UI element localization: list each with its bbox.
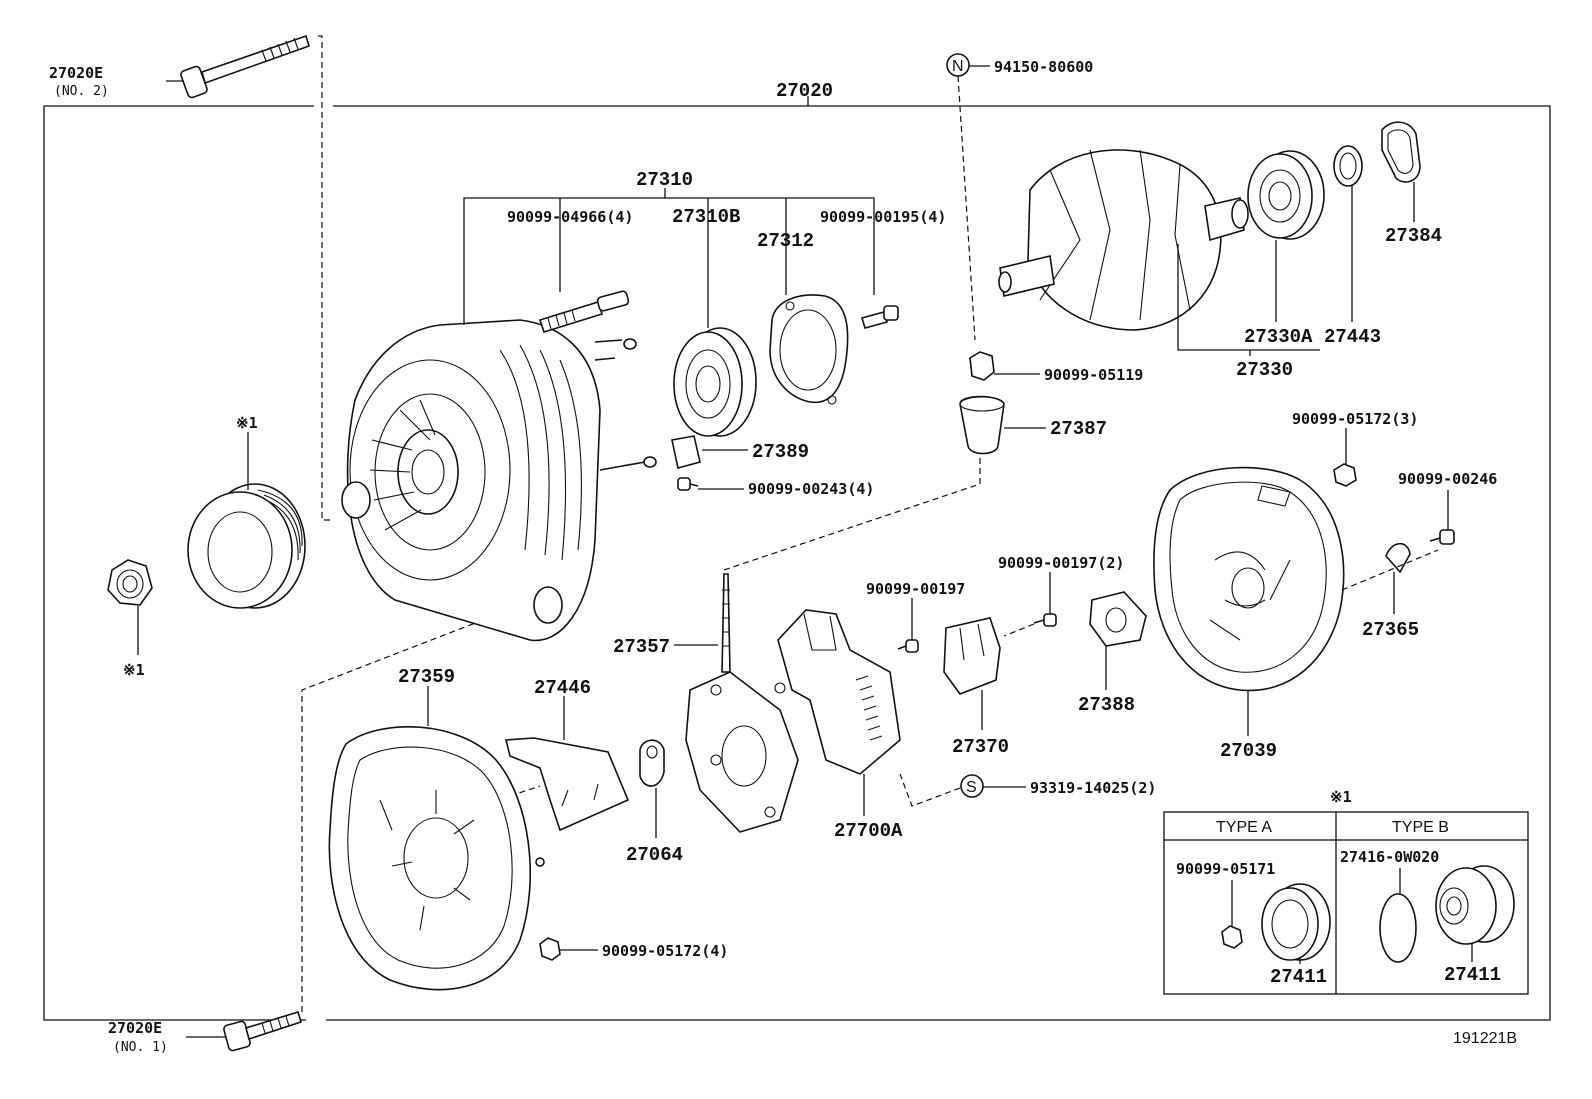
label-rear-nut: 90099-05172(3): [1292, 410, 1418, 428]
retainer-plate: [769, 294, 849, 405]
plate: [504, 737, 630, 832]
bracket-27330: [1177, 244, 1320, 351]
rear-nut: [1333, 463, 1357, 487]
pulley-nut: [107, 559, 153, 606]
drive-end-frame: [341, 319, 657, 642]
rotor-ring: [1333, 145, 1363, 187]
regulator: [774, 609, 901, 775]
terminal-nut: [969, 351, 995, 381]
bolt-no1: [223, 1010, 302, 1052]
dash-s: [899, 773, 961, 807]
retainer-screw: [860, 305, 899, 329]
bracket-27310: [463, 188, 875, 328]
diagram-id: 191221B: [1453, 1030, 1517, 1047]
label-27020: 27020: [776, 80, 833, 102]
brush-cover: [1089, 591, 1147, 647]
label-brush-screw-2: 90099-00197(2): [998, 554, 1124, 572]
brush-screw-2: [1033, 613, 1057, 627]
pulley: [187, 483, 306, 609]
inset-type-b-title: TYPE B: [1392, 819, 1449, 836]
inset-type-b-pulley-label: 27411: [1444, 964, 1501, 986]
dash-bolt-no1: [301, 597, 541, 1012]
label-brush-cover: 27388: [1078, 694, 1135, 716]
label-rear-cover: 27039: [1220, 740, 1277, 762]
s-marker-letter: S: [966, 779, 977, 796]
label-bolt-no1-note: (NO. 1): [113, 1040, 168, 1055]
label-bolt-no2-note: (NO. 2): [54, 84, 109, 99]
rear-frame-nut: [539, 937, 561, 961]
label-terminal-nut: 90099-05119: [1044, 366, 1143, 384]
dash-brush: [1003, 623, 1035, 637]
label-pulley-nut: ※1: [123, 661, 145, 679]
label-front-bearing: 27310B: [672, 206, 740, 228]
n-marker: N: [946, 53, 970, 77]
label-rectifier: 27357: [613, 636, 670, 658]
label-rear-frame-nut: 90099-05172(4): [602, 942, 728, 960]
brush-screw: [897, 639, 919, 653]
label-brush-holder: 27370: [952, 736, 1009, 758]
label-plate-clip: 27365: [1362, 619, 1419, 641]
insulator: [671, 435, 701, 469]
rotor: [998, 149, 1249, 331]
plate-clip: [1385, 542, 1411, 574]
inset-pulley-types: ※1 TYPE A TYPE B 90099-05171 27411 27416…: [1163, 788, 1529, 995]
label-terminal-insulator: 27387: [1050, 418, 1107, 440]
label-rotor-group: 27330: [1236, 359, 1293, 381]
s-marker: S: [960, 774, 984, 798]
n-marker-letter: N: [952, 58, 964, 75]
inset-type-a-nut: [1221, 925, 1243, 949]
label-rear-screw: 90099-00246: [1398, 470, 1497, 488]
dash-terminal: [723, 458, 981, 571]
rotor-bearing: [1247, 150, 1325, 240]
label-insulator-screw: 90099-00243(4): [748, 480, 874, 498]
label-plate: 27446: [534, 677, 591, 699]
rotor-cover: [1381, 121, 1421, 183]
label-brush-screw: 90099-00197: [866, 580, 965, 598]
label-rotor-bearing: 27330A: [1244, 326, 1313, 348]
label-frame-bolt: 90099-04966(4): [507, 208, 633, 226]
label-pulley: ※1: [236, 414, 258, 432]
rear-frame: [328, 725, 545, 991]
label-27310: 27310: [636, 169, 693, 191]
label-rotor-cover: 27384: [1385, 225, 1442, 247]
bolt-no2: [180, 34, 310, 99]
inset-type-b-pulley: [1435, 865, 1515, 945]
label-insulator: 27389: [752, 441, 809, 463]
label-rear-frame: 27359: [398, 666, 455, 688]
label-retainer-screw: 90099-00195(4): [820, 208, 946, 226]
dash-bolt-no2: [318, 35, 332, 521]
terminal-insulator: [959, 395, 1005, 455]
inset-type-a-pulley-label: 27411: [1270, 966, 1327, 988]
rectifier: [685, 573, 799, 833]
dash-n: [957, 75, 976, 341]
frame-bolt: [538, 290, 630, 333]
label-rotor-ring: 27443: [1324, 326, 1381, 348]
assembly-bracket: [43, 96, 1551, 1021]
label-retainer: 27312: [757, 230, 814, 252]
label-gasket: 27064: [626, 844, 683, 866]
label-s-part: 93319-14025(2): [1030, 779, 1156, 797]
inset-mark: ※1: [1330, 788, 1352, 806]
rear-cover: [1153, 466, 1345, 692]
gasket: [639, 739, 665, 787]
inset-type-a-pulley: [1261, 883, 1331, 961]
rear-screw: [1429, 529, 1455, 545]
label-n-part: 94150-80600: [994, 58, 1093, 76]
insulator-screw: [677, 477, 699, 491]
inset-type-a-nut-label: 90099-05171: [1176, 860, 1275, 878]
brush-holder: [943, 617, 1001, 695]
dash-rear-cover: [1341, 549, 1439, 591]
inset-type-b-cap: [1379, 893, 1417, 963]
inset-type-a-title: TYPE A: [1216, 819, 1272, 836]
front-bearing: [673, 327, 757, 437]
inset-type-b-cap-label: 27416-0W020: [1340, 848, 1439, 866]
label-bolt-no2: 27020E: [49, 64, 103, 82]
label-regulator: 27700A: [834, 820, 903, 842]
label-bolt-no1: 27020E: [108, 1019, 162, 1037]
